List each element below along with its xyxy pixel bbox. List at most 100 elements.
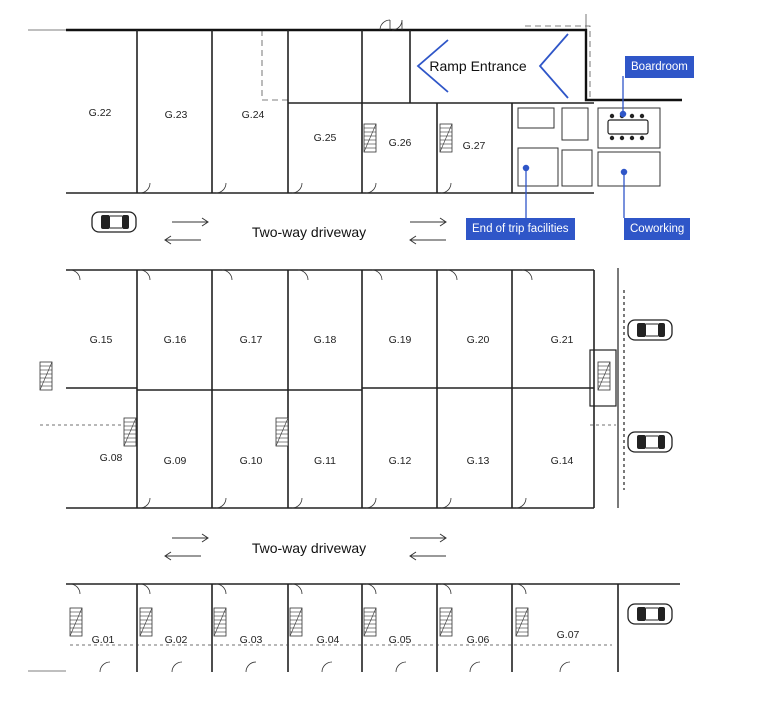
south-driveway-label: Two-way driveway <box>252 540 366 556</box>
unit-label-g10: G.10 <box>240 455 263 467</box>
door-icon <box>69 269 81 281</box>
stair-icon <box>363 607 377 637</box>
unit-label-g14: G.14 <box>551 455 574 467</box>
door-icon <box>440 497 452 509</box>
door-icon <box>469 661 481 673</box>
door-icon <box>221 269 233 281</box>
stair-icon <box>213 607 227 637</box>
car-icon <box>627 431 673 453</box>
unit-label-g25: G.25 <box>314 132 337 144</box>
stair-icon <box>515 607 529 637</box>
stair-icon <box>439 123 453 153</box>
unit-label-g04: G.04 <box>317 634 340 646</box>
door-icon <box>139 269 151 281</box>
east-parking <box>589 268 625 508</box>
ramp-chevrons <box>416 33 569 99</box>
arrow-right-icon <box>409 533 447 543</box>
arrow-left-icon <box>409 235 447 245</box>
door-icon <box>171 661 183 673</box>
car-icon <box>627 319 673 341</box>
top-unit-walls <box>66 30 594 194</box>
door-icon <box>69 583 81 595</box>
end-of-trip-callout: End of trip facilities <box>466 218 575 240</box>
unit-label-g15: G.15 <box>90 334 113 346</box>
unit-label-g01: G.01 <box>92 634 115 646</box>
door-icon <box>446 269 458 281</box>
doors <box>69 19 571 673</box>
unit-label-g12: G.12 <box>389 455 412 467</box>
door-icon <box>245 661 257 673</box>
unit-label-g21: G.21 <box>551 334 574 346</box>
unit-label-g18: G.18 <box>314 334 337 346</box>
door-icon <box>215 583 227 595</box>
door-icon <box>365 182 377 194</box>
amenity-rooms <box>517 107 661 187</box>
door-icon <box>395 661 407 673</box>
door-icon <box>297 269 309 281</box>
door-icon <box>515 497 527 509</box>
unit-label-g27: G.27 <box>463 140 486 152</box>
door-icon <box>440 583 452 595</box>
arrow-right-icon <box>409 217 447 227</box>
arrow-left-icon <box>409 551 447 561</box>
stair-icon <box>597 361 611 391</box>
door-icon <box>515 583 527 595</box>
arrow-right-icon <box>171 533 209 543</box>
unit-label-g03: G.03 <box>240 634 263 646</box>
arrow-right-icon <box>171 217 209 227</box>
door-icon <box>365 583 377 595</box>
arrow-left-icon <box>164 551 202 561</box>
door-icon <box>559 661 571 673</box>
unit-label-g09: G.09 <box>164 455 187 467</box>
door-icon <box>139 182 151 194</box>
door-icon <box>379 19 403 31</box>
stair-icon <box>289 607 303 637</box>
stair-icon <box>363 123 377 153</box>
middle-unit-walls <box>66 270 595 509</box>
door-icon <box>321 661 333 673</box>
door-icon <box>365 497 377 509</box>
stair-icon <box>123 417 137 447</box>
unit-label-g17: G.17 <box>240 334 263 346</box>
outer-walls <box>66 28 682 102</box>
stair-icon <box>139 607 153 637</box>
bottom-unit-walls <box>136 584 619 672</box>
unit-label-g02: G.02 <box>165 634 188 646</box>
stair-icon <box>439 607 453 637</box>
unit-label-g06: G.06 <box>467 634 490 646</box>
unit-label-g08: G.08 <box>100 452 123 464</box>
unit-label-g20: G.20 <box>467 334 490 346</box>
door-icon <box>139 583 151 595</box>
door-icon <box>99 661 111 673</box>
arrow-left-icon <box>164 235 202 245</box>
car-icon <box>627 603 673 625</box>
door-icon <box>215 497 227 509</box>
door-icon <box>215 182 227 194</box>
coworking-callout: Coworking <box>624 218 691 240</box>
unit-labels: G.22 G.23 G.24 G.25 G.26 G.27 G.15 G.16 … <box>89 107 580 646</box>
unit-label-g22: G.22 <box>89 107 112 119</box>
unit-label-g11: G.11 <box>314 455 336 467</box>
stair-icon <box>275 417 289 447</box>
unit-label-g23: G.23 <box>165 109 188 121</box>
unit-label-g07: G.07 <box>557 629 580 641</box>
stair-icon <box>69 607 83 637</box>
unit-label-g26: G.26 <box>389 137 412 149</box>
table-icon <box>607 113 649 141</box>
unit-label-g16: G.16 <box>164 334 187 346</box>
boardroom-callout: Boardroom <box>625 56 694 78</box>
site-boundary <box>28 14 591 672</box>
door-icon <box>440 182 452 194</box>
ramp-entrance-label: Ramp Entrance <box>429 58 526 74</box>
door-icon <box>371 269 383 281</box>
car-icon <box>91 211 137 233</box>
north-driveway-label: Two-way driveway <box>252 224 366 240</box>
stair-icon <box>39 361 53 391</box>
unit-label-g24: G.24 <box>242 109 265 121</box>
unit-label-g05: G.05 <box>389 634 412 646</box>
unit-label-g19: G.19 <box>389 334 412 346</box>
stairs <box>39 123 611 637</box>
unit-label-g13: G.13 <box>467 455 490 467</box>
door-icon <box>291 182 303 194</box>
